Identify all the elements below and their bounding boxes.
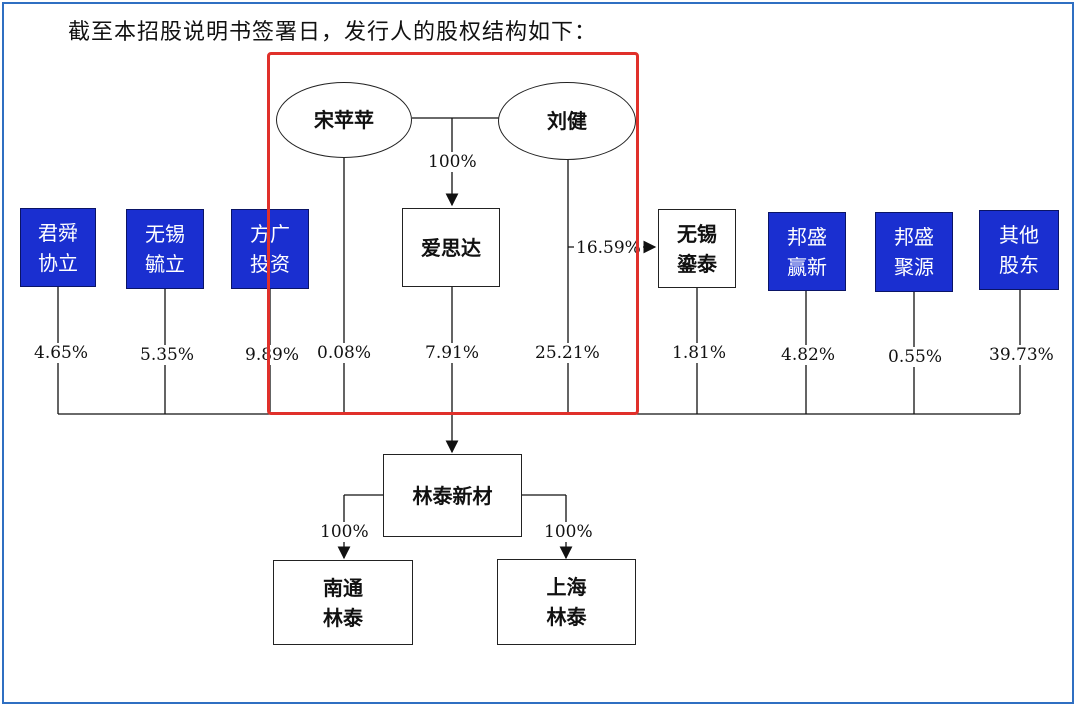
aisida-label: 爱思达 xyxy=(421,235,481,260)
pct-fangguang: 9.89% xyxy=(243,345,302,365)
pct-liu-direct: 25.21% xyxy=(533,343,602,363)
liutai-from-liu-pct: 16.59% xyxy=(574,238,643,258)
shareholder-fangguang-line1: 方广 xyxy=(250,222,290,246)
shareholder-junshun-line2: 协立 xyxy=(38,250,78,275)
pct-song-direct: 0.08% xyxy=(315,343,374,363)
subsidiary-nantong-line1: 南通 xyxy=(323,575,363,600)
shareholder-bangsheng-juyuan-line1: 邦盛 xyxy=(894,225,934,249)
shareholder-fangguang-line2: 投资 xyxy=(250,252,290,276)
aisida-node: 爱思达 xyxy=(402,208,500,287)
company-label: 林泰新材 xyxy=(412,483,493,508)
shareholder-junshun-node: 君舜协立 xyxy=(20,208,96,287)
shareholder-wuxi-yuli-line1: 无锡 xyxy=(145,222,185,246)
aisida-from-song-pct: 100% xyxy=(426,152,479,172)
pct-wuxi-yuli: 5.35% xyxy=(138,345,197,365)
shareholder-fangguang-node: 方广投资 xyxy=(231,209,309,289)
pct-bangsheng-juyuan: 0.55% xyxy=(886,347,945,367)
company-node: 林泰新材 xyxy=(383,454,522,537)
subsidiary-shanghai-node: 上海林泰 xyxy=(497,559,636,645)
shareholder-wuxi-yuli-node: 无锡毓立 xyxy=(126,209,204,289)
pct-other: 39.73% xyxy=(987,345,1056,365)
shareholder-wuxi-liutai-node: 无锡鎏泰 xyxy=(658,209,736,288)
subsidiary-shanghai-line1: 上海 xyxy=(546,575,587,599)
pct-bangsheng-yingxin: 4.82% xyxy=(779,345,838,365)
person-song-node: 宋苹苹 xyxy=(276,82,412,158)
shareholder-bangsheng-yingxin-line2: 赢新 xyxy=(787,254,827,279)
shareholder-bangsheng-juyuan-line2: 聚源 xyxy=(894,255,934,279)
pct-shanghai: 100% xyxy=(542,522,595,542)
person-liu-label: 刘健 xyxy=(547,109,587,133)
shareholder-wuxi-liutai-line2: 鎏泰 xyxy=(677,251,717,276)
shareholder-wuxi-liutai-line1: 无锡 xyxy=(677,221,717,246)
shareholder-bangsheng-yingxin-line1: 邦盛 xyxy=(787,224,827,249)
shareholder-junshun-line1: 君舜 xyxy=(38,220,78,245)
subsidiary-nantong-node: 南通林泰 xyxy=(273,560,413,645)
subsidiary-shanghai-line2: 林泰 xyxy=(546,605,587,629)
heading-text: 截至本招股说明书签署日，发行人的股权结构如下： xyxy=(68,20,598,45)
shareholder-other-node: 其他股东 xyxy=(979,210,1059,290)
person-song-label: 宋苹苹 xyxy=(314,108,374,132)
pct-wuxi-liutai: 1.81% xyxy=(670,343,729,363)
shareholder-bangsheng-yingxin-node: 邦盛赢新 xyxy=(768,212,846,291)
shareholder-other-line2: 股东 xyxy=(999,253,1039,277)
pct-nantong: 100% xyxy=(318,522,371,542)
shareholder-other-line1: 其他 xyxy=(999,223,1039,247)
shareholder-wuxi-yuli-line2: 毓立 xyxy=(145,252,185,276)
person-liu-node: 刘健 xyxy=(498,82,636,160)
pct-aisida-direct: 7.91% xyxy=(423,343,482,363)
subsidiary-nantong-line2: 林泰 xyxy=(323,605,363,630)
pct-junshun: 4.65% xyxy=(32,343,91,363)
shareholder-bangsheng-juyuan-node: 邦盛聚源 xyxy=(875,212,953,292)
